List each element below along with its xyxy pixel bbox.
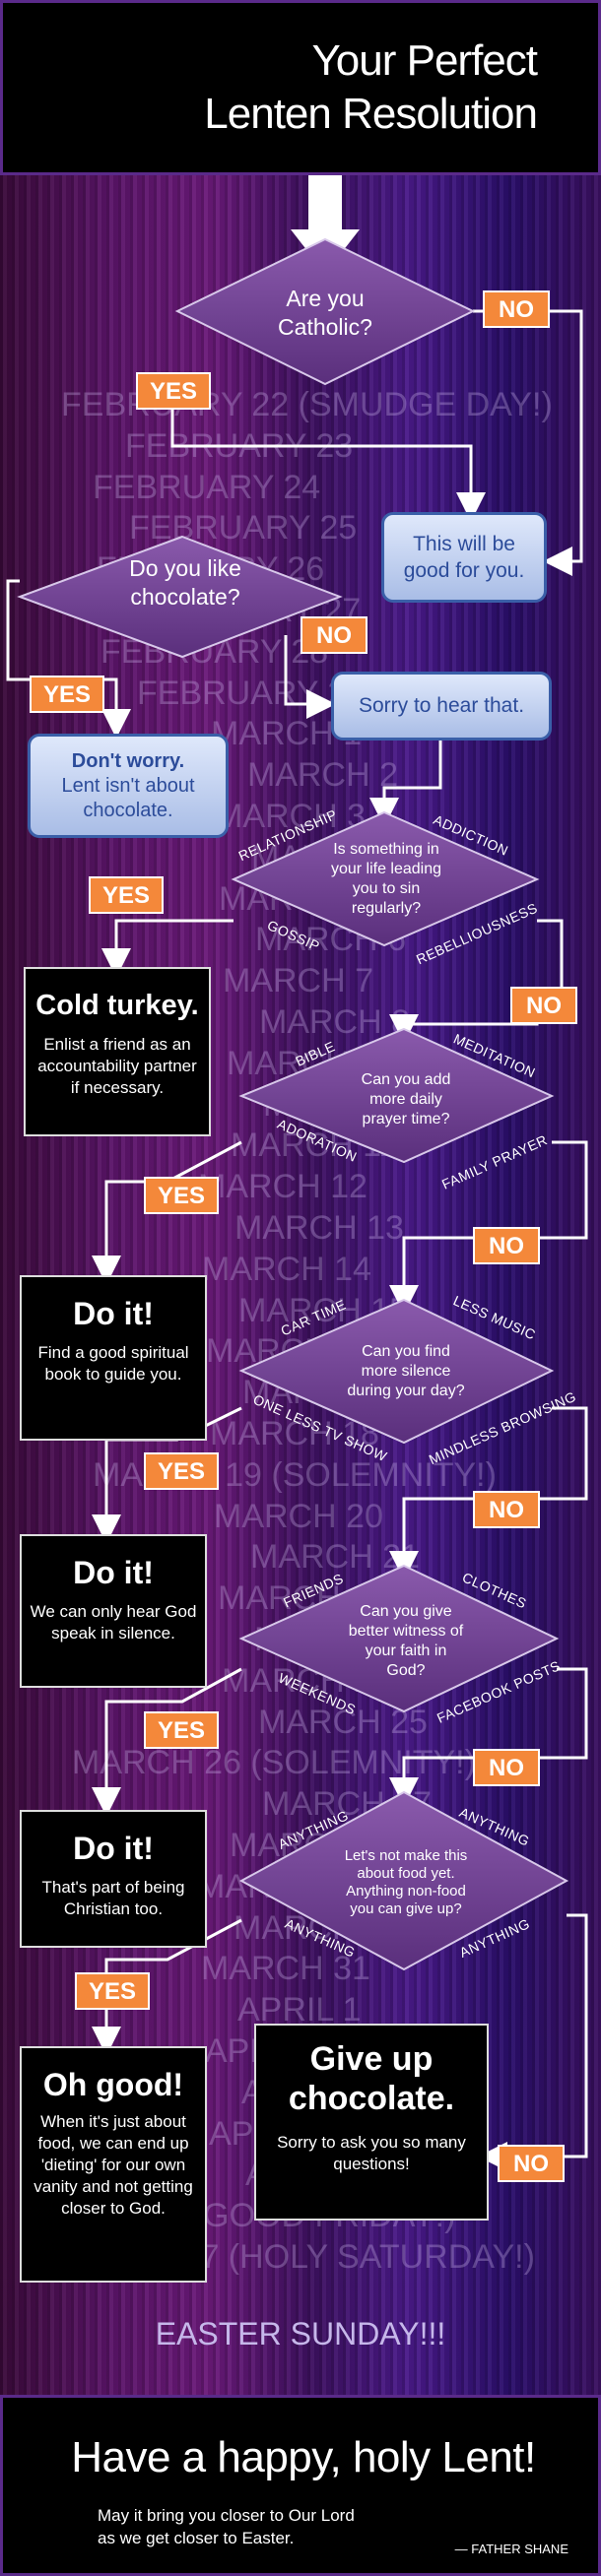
tag-no-sin: NO bbox=[510, 987, 577, 1024]
tag-no-chocolate: NO bbox=[300, 616, 367, 654]
box-cold-turkey: Cold turkey. Enlist a friend as an accou… bbox=[24, 967, 211, 1136]
header: Your Perfect Lenten Resolution bbox=[0, 0, 601, 175]
footer-greeting: Have a happy, holy Lent! bbox=[71, 2433, 536, 2481]
connector-q4-no bbox=[389, 1140, 588, 1315]
connector-q4-yes bbox=[92, 1140, 242, 1285]
box-oh-good: Oh good! When it's just about food, we c… bbox=[20, 2046, 207, 2283]
tag-yes-catholic: YES bbox=[136, 372, 211, 410]
diamond-prayer bbox=[238, 1027, 555, 1164]
connector-q2-no bbox=[284, 635, 336, 719]
calendar-date: FEBRUARY 24 bbox=[93, 468, 321, 506]
diamond-witness bbox=[238, 1564, 560, 1713]
calendar-date: MARCH 12 bbox=[198, 1168, 367, 1206]
box-give-up-chocolate: Give up chocolate. Sorry to ask you so m… bbox=[254, 2024, 489, 2221]
connector-q2-yes bbox=[6, 579, 131, 739]
tag-yes-food: YES bbox=[75, 1972, 150, 2010]
calendar-date: APRIL 1 bbox=[237, 1991, 362, 2029]
calendar-date: MARCH 7 bbox=[223, 962, 374, 1000]
tag-yes-witness: YES bbox=[144, 1711, 219, 1749]
box-do-it-prayer: Do it! Find a good spiritual book to gui… bbox=[20, 1275, 207, 1441]
calendar-date: MARCH 2 bbox=[247, 756, 399, 795]
calendar-date: MARCH 14 bbox=[202, 1250, 371, 1288]
connector-q6-yes bbox=[92, 1667, 242, 1817]
connector-q3-yes bbox=[101, 919, 234, 978]
box-sorry: Sorry to hear that. bbox=[331, 672, 552, 741]
box-do-it-witness: Do it! That's part of being Christian to… bbox=[20, 1810, 207, 1948]
footer: Have a happy, holy Lent! May it bring yo… bbox=[0, 2395, 601, 2576]
tag-yes-sin: YES bbox=[89, 876, 164, 914]
page-title: Your Perfect Lenten Resolution bbox=[204, 36, 538, 138]
diamond-catholic bbox=[174, 237, 476, 386]
diamond-food bbox=[238, 1790, 569, 1971]
calendar-date: MARCH 20 bbox=[214, 1497, 383, 1535]
calendar-date: MARCH 26 (SOLEMNITY!) bbox=[72, 1744, 476, 1782]
calendar-date: MARCH 18 bbox=[210, 1415, 379, 1452]
tag-yes-prayer: YES bbox=[144, 1177, 219, 1214]
tag-no-witness: NO bbox=[473, 1749, 540, 1786]
box-do-it-silence: Do it! We can only hear God speak in sil… bbox=[20, 1534, 207, 1688]
tag-no-prayer: NO bbox=[473, 1227, 540, 1264]
footer-signature: — FATHER SHANE bbox=[454, 2542, 568, 2556]
tag-no-silence: NO bbox=[473, 1491, 540, 1528]
footer-message: May it bring you closer to Our Lord as w… bbox=[98, 2506, 355, 2547]
tag-yes-silence: YES bbox=[144, 1452, 219, 1490]
easter-sunday-text: EASTER SUNDAY!!! bbox=[155, 2316, 446, 2351]
connector-q1-yes bbox=[170, 389, 486, 522]
connector-sorry-q3 bbox=[369, 737, 442, 827]
calendar-date: MARCH 3 bbox=[215, 798, 367, 835]
connector-q6-no bbox=[389, 1667, 588, 1807]
diamond-chocolate bbox=[17, 535, 343, 659]
calendar-date: MARCH 31 bbox=[201, 1950, 370, 1988]
tag-yes-chocolate: YES bbox=[30, 676, 104, 713]
diamond-sin bbox=[231, 810, 540, 947]
connector-q5-no bbox=[389, 1406, 588, 1580]
diamond-silence bbox=[238, 1298, 555, 1445]
calendar-date: FEBRUARY 25 bbox=[129, 509, 358, 547]
box-dont-worry: Don't worry. Lent isn't about chocolate. bbox=[28, 734, 229, 838]
tag-no-catholic: NO bbox=[483, 290, 550, 328]
calendar-date: MARCH 13 bbox=[234, 1209, 404, 1247]
tag-no-food: NO bbox=[498, 2145, 565, 2182]
calendar-date: MARCH 8 bbox=[259, 1003, 411, 1041]
